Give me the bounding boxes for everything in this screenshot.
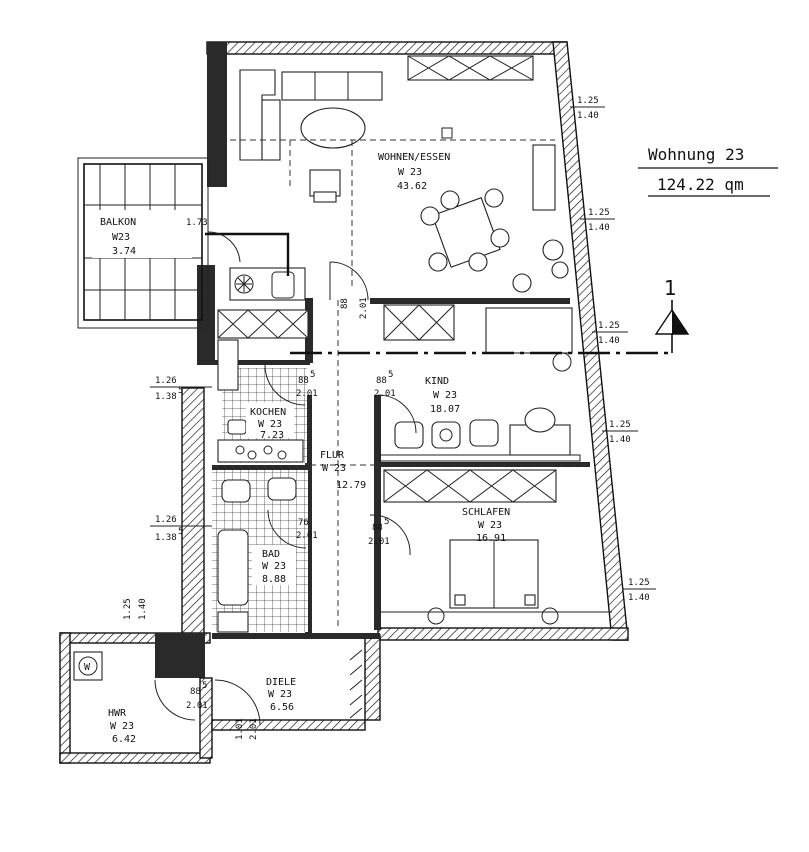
flur-area: 12.79 [336, 480, 366, 491]
balcony: BALKON 1.73 W23 3.74 [77, 157, 209, 329]
door-kind-h: 2.01 [374, 389, 396, 399]
door-dimensions: 88 2.01 88 5 2.01 88 5 2.01 76 2.01 88 5… [186, 297, 396, 740]
kind-unit: W 23 [433, 390, 457, 401]
bad-area: 8.88 [262, 574, 286, 585]
apartment-name: Wohnung 23 [648, 145, 744, 164]
balkon-area: 3.74 [112, 246, 136, 257]
flur-name: FLUR [320, 450, 345, 461]
kitchen-win-bot: 1.38 [155, 392, 177, 402]
schlafen-area: 16.91 [476, 533, 506, 544]
kitchen: KOCHEN W 23 7.23 [205, 232, 309, 463]
door-wohnen-w: 88 [340, 298, 350, 309]
door-bad-w: 76 [298, 518, 309, 528]
wohnen-name: WOHNEN/ESSEN [378, 152, 450, 163]
door-kind-w: 88 [376, 376, 387, 386]
balkon-name: BALKON [100, 217, 136, 228]
hwr-name: HWR [108, 708, 127, 719]
kochen-area: 7.23 [260, 430, 284, 441]
kochen-unit: W 23 [258, 419, 282, 430]
door-schlafen-sup: 5 [384, 517, 389, 527]
win3-top: 1.25 [598, 321, 620, 331]
door-hwr-w: 88 [190, 687, 201, 697]
door-wohnen-h: 2.01 [359, 297, 369, 319]
kitchen-win-top: 1.26 [155, 376, 177, 386]
diele: DIELE W 23 6.56 [266, 649, 363, 719]
section-line: 1 [290, 276, 690, 355]
hwr-room: W HWR W 23 6.42 [73, 651, 136, 745]
door-kind-sup: 5 [388, 370, 393, 380]
doors [154, 231, 417, 726]
door-kochen-w: 88 [298, 376, 309, 386]
balkon-unit: W23 [112, 232, 130, 243]
door-bad-h: 2.01 [296, 531, 318, 541]
exterior-walls [59, 41, 629, 764]
bath-win-sup: 5 [178, 527, 183, 537]
schlafen-room: SCHLAFEN W 23 16.91 [380, 469, 612, 625]
door-kochen-sup: 5 [310, 370, 315, 380]
win4-top: 1.25 [609, 420, 631, 430]
bathroom: BAD W 23 8.88 [212, 470, 308, 633]
schlafen-unit: W 23 [478, 520, 502, 531]
kind-room: KIND W 23 18.07 [379, 304, 581, 462]
window-dimensions: 1.25 1.40 1.25 1.40 1.25 1.40 1.25 1.40 … [123, 96, 656, 620]
section-marker: 1 [664, 276, 677, 300]
wohnen-unit: W 23 [398, 167, 422, 178]
door-schlafen-h: 2.01 [368, 537, 390, 547]
door-entry-w: 1.01 [235, 718, 245, 740]
door-hwr-h: 2.01 [186, 701, 208, 711]
win5-bot: 1.40 [628, 593, 650, 603]
door-schlafen-w: 88 [372, 523, 383, 533]
kind-name: KIND [425, 376, 449, 387]
flur-unit: W 23 [322, 463, 346, 474]
apartment-header: Wohnung 23 124.22 qm [638, 145, 778, 197]
hwr-win-top: 1.25 [123, 598, 133, 620]
diele-area: 6.56 [270, 702, 294, 713]
win3-bot: 1.40 [598, 336, 620, 346]
win1-bot: 1.40 [577, 111, 599, 121]
balkon-dim: 1.73 [186, 218, 208, 228]
hwr-win-bot: 1.40 [138, 598, 148, 620]
win5-top: 1.25 [628, 578, 650, 588]
win4-bot: 1.40 [609, 435, 631, 445]
win1-top: 1.25 [577, 96, 599, 106]
door-hwr-sup: 5 [202, 681, 207, 691]
door-entry-h: 2.01 [249, 718, 259, 740]
washer-symbol: W [84, 662, 91, 673]
diele-name: DIELE [266, 677, 296, 688]
door-kochen-h: 2.01 [296, 389, 318, 399]
schlafen-name: SCHLAFEN [462, 507, 510, 518]
win2-top: 1.25 [588, 208, 610, 218]
hwr-area: 6.42 [112, 734, 136, 745]
flur: FLUR W 23 12.79 [310, 300, 590, 630]
kochen-name: KOCHEN [250, 407, 286, 418]
living-furniture: WOHNEN/ESSEN W 23 43.62 [230, 55, 569, 293]
bath-win-bot: 1.38 [155, 533, 177, 543]
win2-bot: 1.40 [588, 223, 610, 233]
bad-unit: W 23 [262, 561, 286, 572]
bath-win-top: 1.26 [155, 515, 177, 525]
hwr-unit: W 23 [110, 721, 134, 732]
wohnen-area: 43.62 [397, 181, 427, 192]
kitchen-win-sup: 5 [178, 386, 183, 396]
bad-name: BAD [262, 549, 280, 560]
diele-unit: W 23 [268, 689, 292, 700]
apartment-area: 124.22 qm [657, 175, 744, 194]
kind-area: 18.07 [430, 404, 460, 415]
